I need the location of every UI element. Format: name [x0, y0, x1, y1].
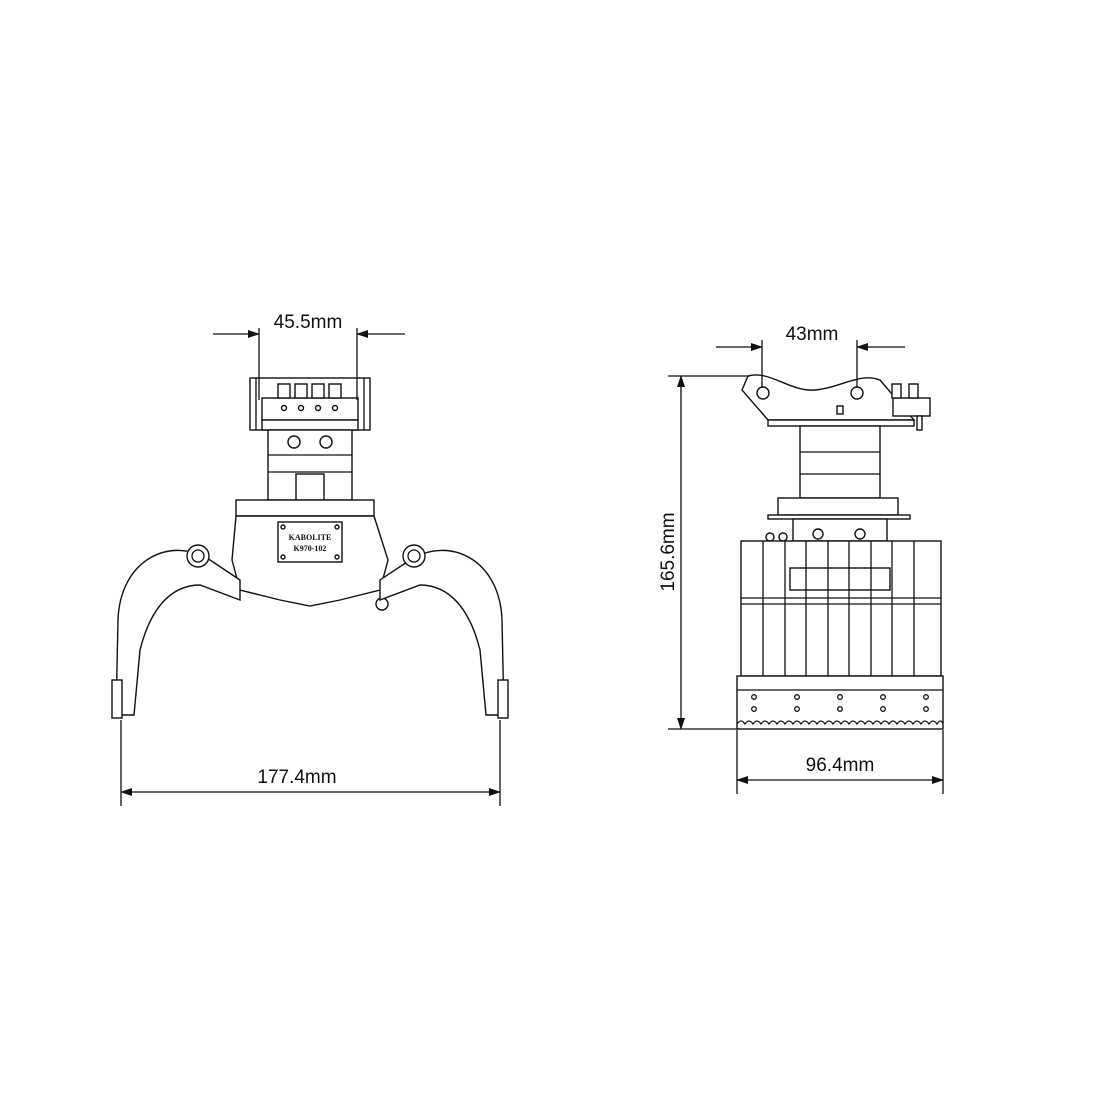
side-width-label: 96.4mm — [806, 755, 875, 776]
mounting-bracket — [741, 374, 916, 421]
side-view-grapple — [736, 374, 944, 730]
rivet-holes — [751, 694, 929, 712]
cage — [740, 540, 942, 677]
dimension-top-width: 45.5mm — [213, 312, 405, 400]
dimension-height: 165.6mm — [658, 375, 750, 730]
top-width-label: 45.5mm — [274, 312, 343, 333]
dimension-pin-spacing: 43mm — [716, 324, 905, 388]
nameplate-model: K970-102 — [294, 544, 327, 553]
mounting-pin-hole — [850, 386, 864, 400]
jaw-base — [736, 675, 944, 730]
front-view-grapple: KABOLITE K970-102 — [111, 377, 509, 719]
mounting-pin-hole — [756, 386, 770, 400]
cage-bars — [762, 541, 915, 676]
dimension-open-width: 177.4mm — [120, 720, 501, 806]
rotator — [799, 425, 881, 499]
nameplate-brand: KABOLITE — [289, 533, 332, 542]
left-jaw — [115, 549, 241, 716]
hydraulic-fittings — [277, 383, 342, 412]
right-jaw — [379, 549, 505, 716]
open-width-label: 177.4mm — [257, 767, 336, 788]
height-label: 165.6mm — [658, 512, 679, 591]
serrated-edge — [736, 720, 944, 726]
nameplate — [277, 521, 343, 563]
dimension-side-width: 96.4mm — [736, 730, 944, 794]
pin-spacing-label: 43mm — [786, 324, 839, 345]
